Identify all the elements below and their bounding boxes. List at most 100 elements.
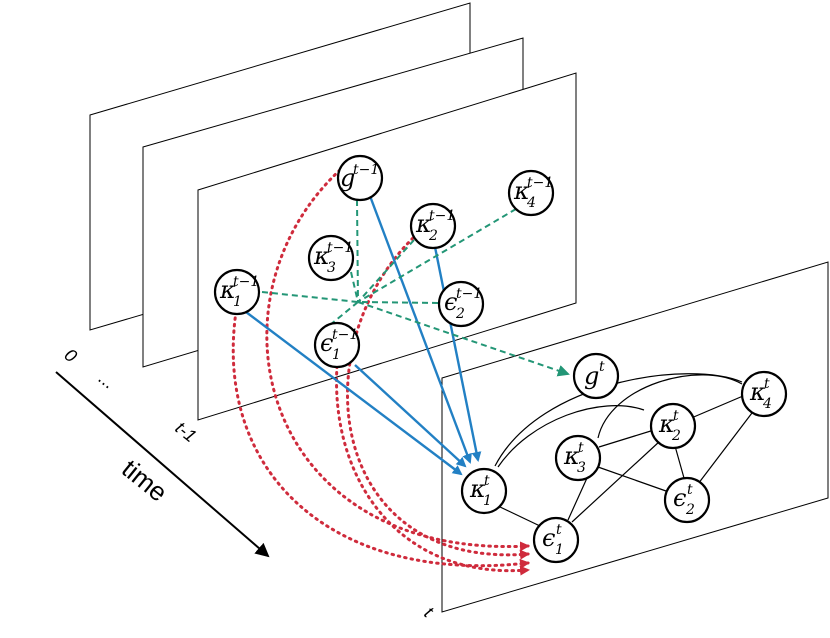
node-symbol: g bbox=[584, 362, 599, 390]
time-axis-label: time bbox=[116, 453, 173, 507]
node-symbol: κ bbox=[415, 210, 432, 238]
node-symbol: κ bbox=[658, 410, 675, 438]
node-superscript: t bbox=[687, 482, 693, 498]
node-circle bbox=[663, 476, 711, 524]
tick-label-0: 0 bbox=[60, 345, 80, 367]
tick-label-t-minus-1: t-1 bbox=[171, 418, 200, 447]
curr-node-e2: ϵ 2 t bbox=[663, 476, 711, 524]
node-subscript: 3 bbox=[577, 460, 586, 476]
node-superscript: t bbox=[556, 522, 562, 538]
red-edge-k1 bbox=[231, 303, 530, 569]
blue-edge-e1 bbox=[354, 364, 467, 468]
node-superscript: t−1 bbox=[233, 274, 259, 290]
node-subscript: 3 bbox=[327, 260, 336, 276]
node-symbol: κ bbox=[219, 276, 236, 304]
curr-node-k2: κ 2 t bbox=[649, 402, 697, 450]
prev-node-k1: κ 1 t−1 bbox=[213, 268, 261, 316]
node-symbol: ϵ bbox=[542, 524, 555, 552]
node-superscript: t−1 bbox=[456, 286, 482, 302]
curr-node-e1: ϵ 1 t bbox=[532, 516, 580, 564]
time-axis-arrow bbox=[55, 371, 270, 558]
node-circle bbox=[460, 467, 508, 515]
node-symbol: κ bbox=[469, 475, 486, 503]
edge-k2-e2 bbox=[674, 445, 685, 479]
tick-label-dots: ... bbox=[94, 368, 118, 393]
node-subscript: 2 bbox=[685, 502, 695, 518]
blue-edge-k1 bbox=[245, 311, 463, 476]
node-symbol: κ bbox=[749, 378, 766, 406]
edge-k3-e2 bbox=[597, 466, 667, 492]
curr-node-k3: κ 3 t bbox=[554, 434, 602, 482]
edge-k3-k2 bbox=[598, 429, 655, 448]
aggregation-green-edges bbox=[261, 199, 570, 377]
node-superscript: t−1 bbox=[527, 175, 553, 191]
node-subscript: 1 bbox=[555, 542, 564, 558]
node-subscript: 2 bbox=[428, 228, 438, 244]
green-edge-k3 bbox=[350, 271, 359, 303]
curr-node-k4: κ 4 t bbox=[740, 370, 788, 418]
node-circle bbox=[313, 321, 361, 369]
green-edge-k4 bbox=[357, 208, 517, 303]
node-circle bbox=[307, 234, 355, 282]
edge-k1-e1 bbox=[497, 505, 541, 527]
edge-e2-k4 bbox=[697, 408, 756, 485]
prev-node-k3: κ 3 t−1 bbox=[307, 234, 355, 282]
node-subscript: 1 bbox=[233, 294, 242, 310]
plane-step-t-minus-1 bbox=[197, 72, 577, 421]
node-circle bbox=[437, 280, 485, 328]
temporal-red-edges bbox=[231, 168, 530, 576]
node-subscript: 4 bbox=[762, 396, 772, 412]
green-edge-k1 bbox=[261, 291, 359, 303]
node-circle bbox=[507, 169, 555, 217]
node-symbol: ϵ bbox=[673, 484, 686, 512]
green-edge-to-g-t bbox=[357, 301, 570, 377]
curr-node-g: g t bbox=[572, 352, 620, 400]
blue-edge-k2 bbox=[433, 246, 482, 462]
green-edge-k2 bbox=[357, 239, 415, 303]
node-symbol: ϵ bbox=[444, 288, 457, 316]
node-subscript: 1 bbox=[483, 493, 492, 509]
green-edge-g bbox=[356, 199, 359, 303]
node-superscript: t bbox=[764, 376, 770, 392]
edge-k2-k4 bbox=[688, 395, 744, 420]
node-superscript: t−1 bbox=[353, 162, 379, 178]
node-subscript: 2 bbox=[455, 306, 465, 322]
curr-node-k1: κ 1 t bbox=[460, 467, 508, 515]
blue-edge-g bbox=[368, 195, 472, 464]
edge-k1-k2 bbox=[497, 405, 645, 468]
node-superscript: t−1 bbox=[327, 240, 353, 256]
edge-k3-k4 bbox=[597, 374, 743, 439]
node-circle bbox=[336, 154, 384, 202]
tick-label-t: t bbox=[420, 603, 437, 622]
edge-e1-k2 bbox=[571, 440, 661, 523]
node-subscript: 4 bbox=[526, 195, 536, 211]
node-circle bbox=[740, 370, 788, 418]
prev-node-k4: κ 4 t−1 bbox=[507, 169, 555, 217]
node-symbol: κ bbox=[313, 242, 330, 270]
plane-step-t bbox=[441, 261, 829, 613]
node-circle bbox=[554, 434, 602, 482]
node-subscript: 1 bbox=[332, 347, 341, 363]
node-superscript: t bbox=[578, 440, 584, 456]
node-superscript: t bbox=[599, 359, 605, 375]
prev-node-g: g t−1 bbox=[336, 154, 384, 202]
node-circle bbox=[532, 516, 580, 564]
node-symbol: κ bbox=[513, 177, 530, 205]
node-symbol: g bbox=[340, 164, 355, 192]
node-circle bbox=[213, 268, 261, 316]
prev-node-e2: ϵ 2 t−1 bbox=[437, 280, 485, 328]
node-superscript: t bbox=[484, 473, 490, 489]
temporal-blue-edges bbox=[245, 195, 482, 476]
node-circle bbox=[572, 352, 620, 400]
node-superscript: t−1 bbox=[429, 208, 455, 224]
node-superscript: t bbox=[673, 408, 679, 424]
red-edge-k2 bbox=[346, 236, 530, 560]
prev-node-k2: κ 2 t−1 bbox=[409, 202, 457, 250]
node-circle bbox=[649, 402, 697, 450]
green-edge-e2 bbox=[357, 301, 439, 304]
red-edge-e1 bbox=[335, 364, 530, 576]
green-edge-e1 bbox=[329, 301, 359, 326]
node-symbol: κ bbox=[563, 442, 580, 470]
node-superscript: t−1 bbox=[332, 327, 358, 343]
